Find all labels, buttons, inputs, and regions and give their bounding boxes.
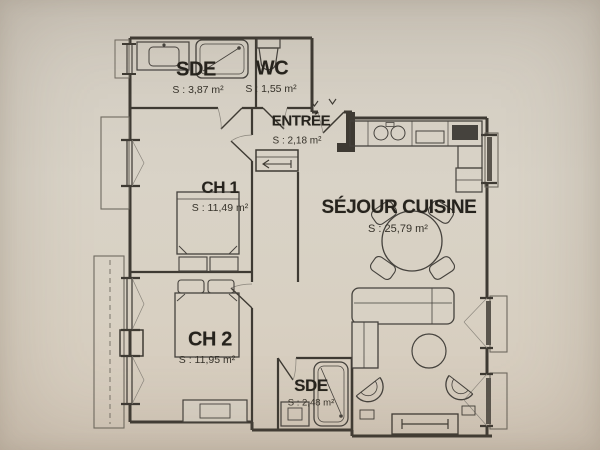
room-area-sde1: S : 3,87 m² <box>172 84 224 96</box>
room-label-entree: ENTRÉE <box>271 112 331 130</box>
sofa <box>351 287 455 369</box>
armchair-left <box>355 377 384 403</box>
room-label-ch1: CH 1 <box>201 178 239 197</box>
kitchen-counter <box>349 120 483 193</box>
entry-closet <box>255 149 299 172</box>
room-area-ch2: S : 11,95 m² <box>178 354 236 366</box>
dining-table <box>369 200 456 281</box>
bed-ch1 <box>176 191 240 272</box>
toilet <box>256 38 281 71</box>
bathroom1-fixtures <box>136 39 249 79</box>
tv-stand <box>359 405 476 435</box>
bathroom2-fixtures <box>280 361 349 427</box>
doors <box>217 98 345 381</box>
room-label-sde1: SDE <box>176 58 216 81</box>
windows-right <box>463 132 508 430</box>
room-area-sejour: S : 25,79 m² <box>368 223 428 235</box>
dresser-ch2 <box>182 399 248 423</box>
room-area-entree: S : 2,18 m² <box>272 135 322 147</box>
room-area-ch1: S : 11,49 m² <box>191 202 249 214</box>
room-label-sejour: SÉJOUR CUISINE <box>321 197 477 218</box>
room-label-sde2: SDE <box>294 376 328 395</box>
bed-ch2 <box>174 279 240 358</box>
room-area-sde2: S : 2,48 m² <box>287 397 335 409</box>
room-label-wc: WC <box>255 57 289 80</box>
room-area-wc: S : 1,55 m² <box>245 83 297 95</box>
coffee-table <box>411 333 447 369</box>
interior-walls <box>130 38 354 430</box>
room-label-ch2: CH 2 <box>188 328 232 351</box>
windows-left <box>93 39 145 429</box>
armchair-right <box>445 375 474 401</box>
